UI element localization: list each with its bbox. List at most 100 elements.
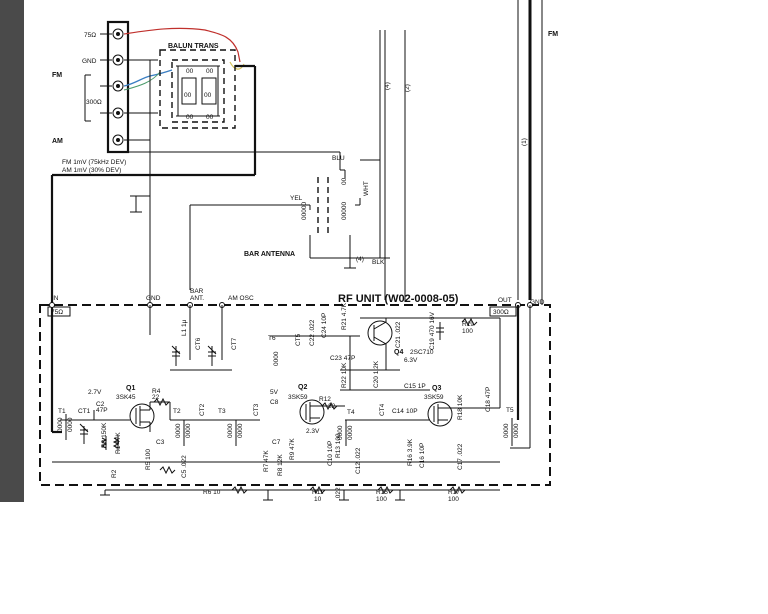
r2-label: R2 xyxy=(111,469,118,478)
r22-label: R22 10K xyxy=(341,362,348,388)
blk-wire-label: BLK xyxy=(372,259,385,266)
cable-4-label: (4) xyxy=(384,82,391,90)
out-label: OUT xyxy=(498,297,512,304)
t1-label: T1 xyxy=(58,408,66,415)
r18-label: R18 10K xyxy=(457,394,464,420)
r15-label: R15 xyxy=(376,489,388,496)
r17-label: R17 xyxy=(448,489,460,496)
svg-text:0000: 0000 xyxy=(237,423,244,438)
v022-label: .022 xyxy=(335,487,342,500)
r17-value: 100 xyxy=(448,496,459,503)
cable-1-label: (1) xyxy=(521,138,528,146)
r9-label: R9 47K xyxy=(289,438,296,460)
r4-value: 22 xyxy=(152,394,160,401)
svg-text:00000: 00000 xyxy=(301,202,308,220)
svg-text:00: 00 xyxy=(206,68,214,75)
c23-label: C23 47P xyxy=(330,355,355,362)
c17-label: C17 .022 xyxy=(457,443,464,470)
svg-text:00: 00 xyxy=(206,114,214,121)
box-300-label: 300Ω xyxy=(493,309,509,316)
svg-text:0000: 0000 xyxy=(273,351,280,366)
q3-label: Q3 xyxy=(432,385,441,392)
t3-coil: 0000 0000 xyxy=(227,420,244,446)
t5-coil: 0000 0000 xyxy=(503,418,520,446)
svg-text:0000: 0000 xyxy=(513,423,520,438)
r16-label: R16 3.9K xyxy=(407,438,414,466)
svg-text:0000: 0000 xyxy=(337,425,344,440)
svg-text:00: 00 xyxy=(186,68,194,75)
c2-value: 47P xyxy=(96,407,108,414)
c14-value: 10P xyxy=(406,408,418,415)
rf-unit-boundary xyxy=(39,304,551,486)
r8-label: R8 12K xyxy=(277,454,284,476)
r7-label: R7 47K xyxy=(263,450,270,472)
svg-text:0000: 0000 xyxy=(227,423,234,438)
q3-fet xyxy=(427,401,453,427)
c8-label: C8 xyxy=(270,399,279,406)
q1-type: 3SK45 xyxy=(116,394,136,401)
q1-voltage: 2.7V xyxy=(88,389,102,396)
svg-text:0000: 0000 xyxy=(185,423,192,438)
bar-antenna-coil: 00000 00000 00 xyxy=(301,177,348,235)
ct6-label: CT6 xyxy=(195,337,202,350)
r12-label: R12 xyxy=(319,396,331,403)
terminal-gnd-label: GND xyxy=(82,58,97,65)
ct5-label: CT5 xyxy=(295,333,302,346)
t3-label: T3 xyxy=(218,408,226,415)
c21-label: C21 .022 xyxy=(395,321,402,348)
c12-label: C12 .022 xyxy=(355,447,362,474)
r15-value: 100 xyxy=(376,496,387,503)
am-label: AM xyxy=(52,138,63,145)
yel-wire-label: YEL xyxy=(290,195,303,202)
c16-label: C16 10P xyxy=(419,443,426,468)
bar-label: BAR xyxy=(190,288,204,295)
q2-label: Q2 xyxy=(298,384,307,391)
bar-antenna-label: BAR ANTENNA xyxy=(244,251,295,258)
green-lead xyxy=(123,71,161,91)
terminal-75-label: 75Ω xyxy=(84,32,96,39)
t2-coil: 0000 0000 xyxy=(175,420,192,446)
c7-label: C7 xyxy=(272,439,281,446)
svg-text:00000: 00000 xyxy=(341,202,348,220)
t2-label: T2 xyxy=(173,408,181,415)
c2-label: C2 xyxy=(96,401,105,408)
am-sensitivity-note: AM 1mV (30% DEV) xyxy=(62,167,121,174)
q3-type: 3SK59 xyxy=(424,394,444,401)
svg-text:0000: 0000 xyxy=(67,417,74,432)
svg-text:00: 00 xyxy=(341,177,348,185)
svg-text:00: 00 xyxy=(186,114,194,121)
t1-coil: 0000 0000 xyxy=(57,414,130,440)
c19-label: C19 470 16V xyxy=(429,311,436,350)
t6-label: T6 xyxy=(268,335,276,342)
r11-label: R11 xyxy=(312,489,324,496)
r6-label: R6 10 xyxy=(203,489,221,496)
t4-label: T4 xyxy=(347,409,355,416)
cable-2-label: (2) xyxy=(404,84,411,92)
r4-label: R4 xyxy=(152,388,161,395)
terminal-300-label: 300Ω xyxy=(86,99,102,106)
r5-label: R5 100 xyxy=(145,449,152,470)
r3-label: R3 150K xyxy=(101,422,108,448)
q2-type: 3SK59 xyxy=(288,394,308,401)
l1-label: L1 1μ xyxy=(181,319,188,336)
balun-label: BALUN TRANS xyxy=(168,43,219,50)
c25-label: C22 .022 xyxy=(309,319,316,346)
am-osc-label: AM OSC xyxy=(228,295,254,302)
blue-lead xyxy=(123,69,173,87)
fm-sensitivity-note: FM 1mV (75kHz DEV) xyxy=(62,159,126,166)
left-margin-strip xyxy=(0,0,24,502)
ct7-label: CT7 xyxy=(231,337,238,350)
ct4-label: CT4 xyxy=(379,403,386,416)
ct3-label: CT3 xyxy=(253,403,260,416)
t4-coil: 0000 0000 xyxy=(337,420,354,446)
c18-label: C18 47P xyxy=(485,387,492,412)
q2-fet xyxy=(299,399,325,425)
q1-label: Q1 xyxy=(126,385,135,392)
svg-text:0000: 0000 xyxy=(347,425,354,440)
c20-label: C20 1.2K xyxy=(373,360,380,388)
q1-fet xyxy=(129,402,155,432)
blu-wire-label: BLU xyxy=(332,155,345,162)
gnd-right-label: GND xyxy=(530,299,545,306)
